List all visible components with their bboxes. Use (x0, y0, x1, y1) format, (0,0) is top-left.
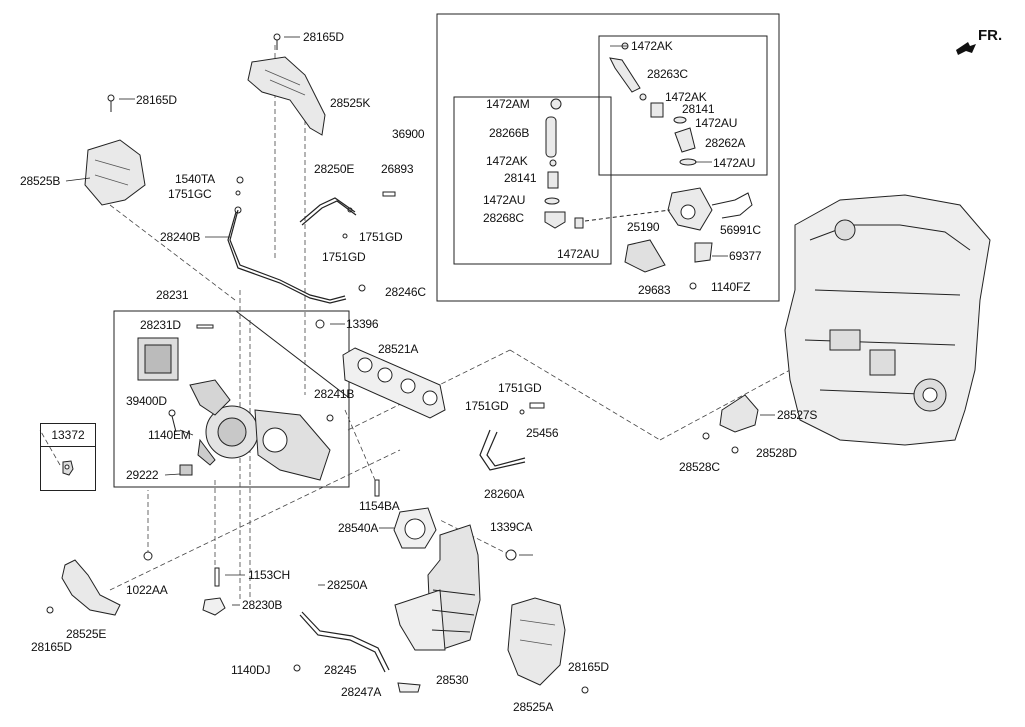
part-label-28246C[interactable]: 28246C (385, 285, 426, 299)
part-label-1472AK[interactable]: 1472AK (631, 39, 673, 53)
part-label-25190[interactable]: 25190 (627, 220, 660, 234)
part-label-28230B[interactable]: 28230B (242, 598, 283, 612)
part-label-28262A[interactable]: 28262A (705, 136, 746, 150)
part-label-29222[interactable]: 29222 (126, 468, 159, 482)
part-label-1751GC[interactable]: 1751GC (168, 187, 212, 201)
part-label-28165D[interactable]: 28165D (568, 660, 609, 674)
engine-block (784, 194, 991, 446)
part-label-1472AU[interactable]: 1472AU (557, 247, 600, 261)
part-label-28525E[interactable]: 28525E (66, 627, 107, 641)
part-label-1472AK[interactable]: 1472AK (665, 90, 707, 104)
part-label-1154BA[interactable]: 1154BA (359, 499, 400, 513)
legend-box: 13372 (40, 423, 96, 491)
part-label-28260A[interactable]: 28260A (484, 487, 525, 501)
heat-shield-28525K (247, 56, 326, 136)
part-label-28165D[interactable]: 28165D (303, 30, 344, 44)
legend-code: 13372 (41, 424, 95, 447)
heat-shield-28525E (61, 559, 121, 616)
part-label-1022AA[interactable]: 1022AA (126, 583, 168, 597)
part-label-25456[interactable]: 25456 (526, 426, 559, 440)
part-label-28521A[interactable]: 28521A (378, 342, 419, 356)
part-label-28263C[interactable]: 28263C (647, 67, 688, 81)
part-label-26893[interactable]: 26893 (381, 162, 414, 176)
coolant-kit-frame (436, 13, 780, 302)
bolt-28165D-left (107, 94, 115, 102)
part-label-28231[interactable]: 28231 (156, 288, 189, 302)
part-label-28540A[interactable]: 28540A (338, 521, 379, 535)
gasket-28230B (202, 597, 226, 616)
pipe-28245 (299, 614, 386, 673)
part-label-28266B[interactable]: 28266B (489, 126, 530, 140)
part-label-28141[interactable]: 28141 (504, 171, 537, 185)
part-label-39400D[interactable]: 39400D (126, 394, 167, 408)
part-label-28165D[interactable]: 28165D (31, 640, 72, 654)
turbocharger-28231 (137, 337, 331, 481)
hose-subkit-frame-left (453, 96, 612, 265)
part-label-28528D[interactable]: 28528D (756, 446, 797, 460)
hose-28268C (544, 211, 566, 229)
part-label-13396[interactable]: 13396 (346, 317, 379, 331)
part-label-28141[interactable]: 28141 (682, 102, 715, 116)
part-label-28530[interactable]: 28530 (436, 673, 469, 687)
bracket-69377 (694, 242, 713, 263)
hose-subkit-frame-right (598, 35, 768, 176)
part-label-1472AK[interactable]: 1472AK (486, 154, 528, 168)
part-label-1751GD[interactable]: 1751GD (498, 381, 542, 395)
part-label-28528C[interactable]: 28528C (679, 460, 720, 474)
front-arrow-icon (956, 42, 976, 55)
part-label-1472AU[interactable]: 1472AU (713, 156, 756, 170)
catalytic-converter-28530 (394, 524, 481, 651)
part-label-28525B[interactable]: 28525B (20, 174, 61, 188)
part-label-28241B[interactable]: 28241B (314, 387, 355, 401)
part-label-28250A[interactable]: 28250A (327, 578, 368, 592)
part-label-29683[interactable]: 29683 (638, 283, 671, 297)
part-label-28268C[interactable]: 28268C (483, 211, 524, 225)
part-label-28250E[interactable]: 28250E (314, 162, 355, 176)
front-direction-label: FR. (978, 27, 1003, 44)
part-label-1751GD[interactable]: 1751GD (359, 230, 403, 244)
wire-56991C (711, 192, 753, 219)
part-label-28245[interactable]: 28245 (324, 663, 357, 677)
part-label-1472AU[interactable]: 1472AU (483, 193, 526, 207)
hose-28262A (674, 127, 696, 153)
part-label-1472AM[interactable]: 1472AM (486, 97, 530, 111)
part-label-1751GD[interactable]: 1751GD (465, 399, 509, 413)
turbo-assembly-frame (113, 310, 350, 488)
part-label-1540TA[interactable]: 1540TA (175, 172, 215, 186)
part-label-28165D[interactable]: 28165D (136, 93, 177, 107)
bracket-29683 (624, 239, 666, 273)
part-label-1153CH[interactable]: 1153CH (248, 568, 290, 582)
part-label-1472AU[interactable]: 1472AU (695, 116, 738, 130)
part-label-69377[interactable]: 69377 (729, 249, 762, 263)
part-label-28240B[interactable]: 28240B (160, 230, 201, 244)
part-label-1140FZ[interactable]: 1140FZ (711, 280, 751, 294)
part-label-28231D[interactable]: 28231D (140, 318, 181, 332)
pipe-28250E (299, 197, 356, 223)
hose-28263C (609, 57, 641, 93)
part-label-28525K[interactable]: 28525K (330, 96, 371, 110)
bolt-28165D-top (273, 33, 281, 41)
heat-shield-28525A (507, 597, 566, 686)
gasket-28247A (397, 682, 421, 693)
part-label-28527S[interactable]: 28527S (777, 408, 818, 422)
part-label-1339CA[interactable]: 1339CA (490, 520, 533, 534)
part-label-1140EM[interactable]: 1140EM (148, 428, 191, 442)
part-label-28247A[interactable]: 28247A (341, 685, 382, 699)
part-label-36900[interactable]: 36900 (392, 127, 425, 141)
oil-pipe-28240B (229, 209, 346, 301)
part-label-56991C[interactable]: 56991C (720, 223, 761, 237)
part-label-1751GD[interactable]: 1751GD (322, 250, 366, 264)
part-label-1140DJ[interactable]: 1140DJ (231, 663, 271, 677)
bracket-28527S (719, 394, 759, 433)
part-label-28525A[interactable]: 28525A (513, 700, 554, 714)
hose-28260A (479, 429, 526, 471)
hose-28266B (545, 116, 557, 158)
heat-shield-28525B (84, 139, 146, 206)
clip-icon (62, 460, 74, 476)
